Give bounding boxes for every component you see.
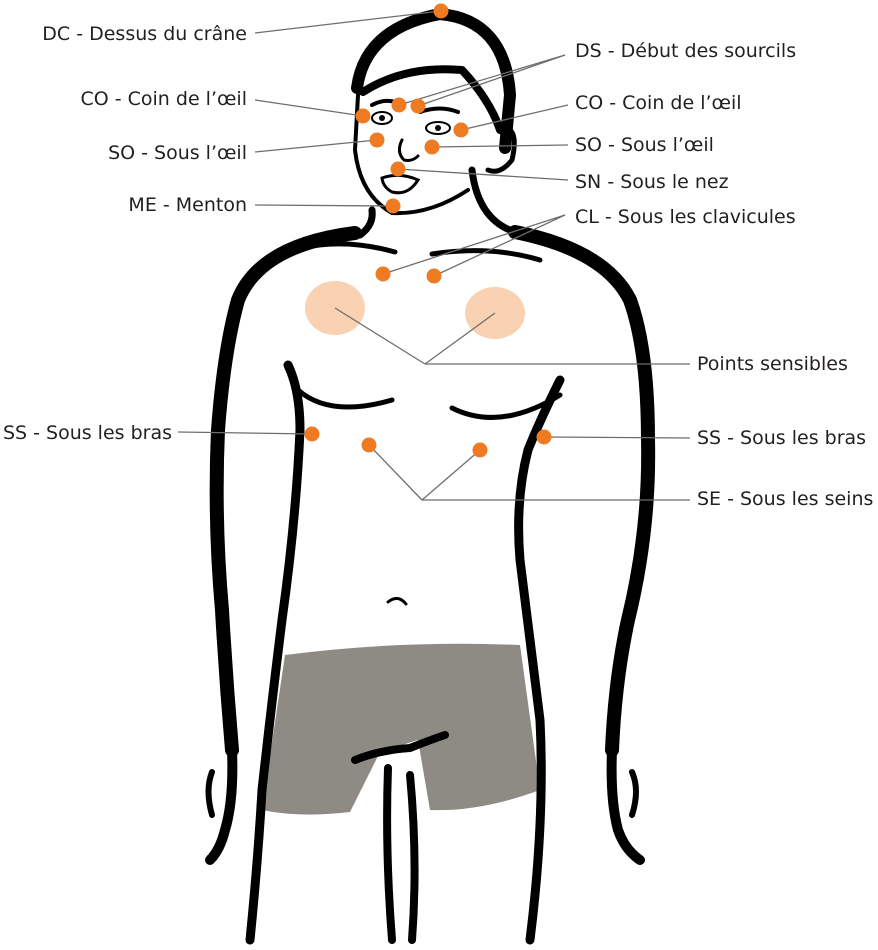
label-so-left: SO - Sous l’œil	[108, 142, 247, 164]
point-so-right	[424, 139, 440, 155]
point-me	[385, 198, 401, 214]
label-me: ME - Menton	[128, 194, 247, 216]
point-so-left	[369, 132, 385, 148]
point-se-right	[472, 442, 488, 458]
label-ss-left: SS - Sous les bras	[3, 422, 172, 444]
label-sn: SN - Sous le nez	[575, 171, 729, 193]
label-ss-right: SS - Sous les bras	[697, 427, 866, 449]
label-ds: DS - Début des sourcils	[575, 40, 796, 62]
label-so-right: SO - Sous l’œil	[575, 134, 714, 156]
point-co-right	[453, 122, 469, 138]
point-dc	[433, 3, 449, 19]
mouth	[380, 173, 421, 195]
nose	[397, 138, 420, 162]
point-ds-right	[410, 98, 426, 114]
label-co-right: CO - Coin de l’œil	[575, 92, 742, 114]
label-se: SE - Sous les seins	[697, 488, 873, 510]
point-ss-left	[304, 426, 320, 442]
right-eye	[425, 121, 451, 135]
point-cl-right	[426, 268, 442, 284]
body-outline	[205, 8, 656, 945]
label-points-sensibles: Points sensibles	[697, 353, 848, 375]
label-cl: CL - Sous les clavicules	[575, 206, 796, 228]
left-eye	[371, 111, 393, 125]
point-sn	[390, 161, 406, 177]
label-dc: DC - Dessus du crâne	[42, 23, 247, 45]
point-cl-left	[375, 266, 391, 282]
point-ss-right	[536, 429, 552, 445]
shorts	[262, 643, 540, 815]
tapping-points	[304, 3, 552, 458]
labels: DC - Dessus du crâne CO - Coin de l’œil …	[3, 23, 873, 510]
point-se-left	[361, 437, 377, 453]
label-co-left: CO - Coin de l’œil	[80, 88, 247, 110]
point-co-left	[355, 108, 371, 124]
leader-lines	[177, 10, 691, 501]
point-ds-left	[391, 97, 407, 113]
